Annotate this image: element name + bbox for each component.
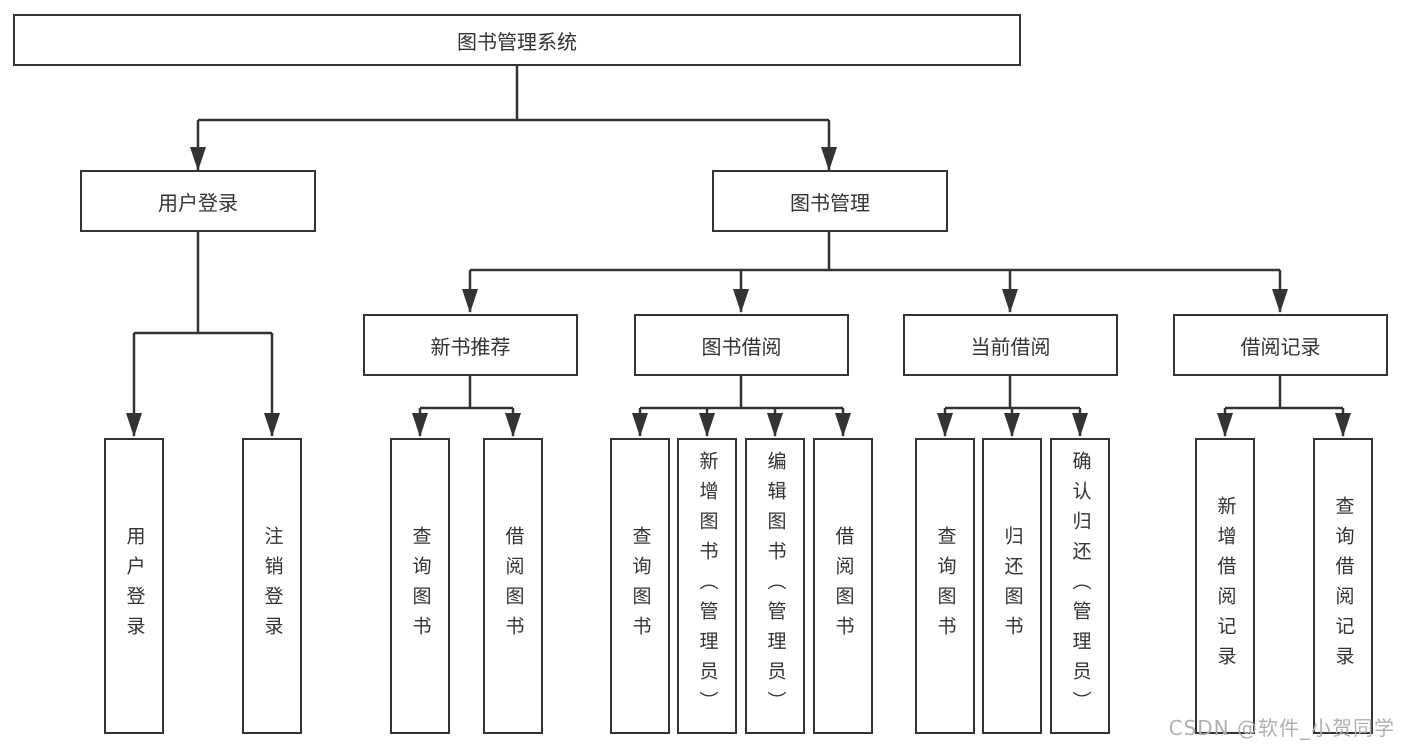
leaf-label: 编辑图书（管理员）: [764, 451, 787, 721]
leaf-label: 查询图书: [934, 526, 957, 646]
node-library-management-system: 图书管理系统: [13, 14, 1021, 66]
leaf-recommend-borrow-books: 借阅图书: [483, 438, 543, 734]
leaf-label: 新增借阅记录: [1214, 496, 1237, 676]
leaf-label: 查询借阅记录: [1332, 496, 1355, 676]
leaf-recommend-query-books: 查询图书: [390, 438, 450, 734]
leaf-label: 归还图书: [1001, 526, 1024, 646]
leaf-label: 借阅图书: [832, 526, 855, 646]
leaf-borrow-borrow-books: 借阅图书: [813, 438, 873, 734]
leaf-borrow-add-books-admin: 新增图书（管理员）: [677, 438, 737, 734]
leaf-borrow-query-books: 查询图书: [610, 438, 670, 734]
leaf-records-add-record: 新增借阅记录: [1195, 438, 1255, 734]
leaf-current-return-books: 归还图书: [982, 438, 1042, 734]
node-user-login: 用户登录: [80, 170, 316, 232]
leaf-borrow-edit-books-admin: 编辑图书（管理员）: [745, 438, 805, 734]
leaf-user-login: 用户登录: [104, 438, 164, 734]
node-borrow-records: 借阅记录: [1173, 314, 1388, 376]
node-book-borrow: 图书借阅: [634, 314, 849, 376]
leaf-label: 用户登录: [123, 526, 146, 646]
leaf-current-confirm-return-admin: 确认归还（管理员）: [1050, 438, 1110, 734]
leaf-logout: 注销登录: [242, 438, 302, 734]
leaf-label: 注销登录: [261, 526, 284, 646]
leaf-records-query-record: 查询借阅记录: [1313, 438, 1373, 734]
node-new-book-recommend: 新书推荐: [363, 314, 578, 376]
leaf-current-query-books: 查询图书: [915, 438, 975, 734]
leaf-label: 查询图书: [409, 526, 432, 646]
watermark: CSDN @软件_小贺同学: [1168, 716, 1395, 740]
node-current-borrow: 当前借阅: [903, 314, 1118, 376]
leaf-label: 借阅图书: [502, 526, 525, 646]
leaf-label: 新增图书（管理员）: [696, 451, 719, 721]
leaf-label: 确认归还（管理员）: [1069, 451, 1092, 721]
leaf-label: 查询图书: [629, 526, 652, 646]
node-book-management: 图书管理: [712, 170, 948, 232]
